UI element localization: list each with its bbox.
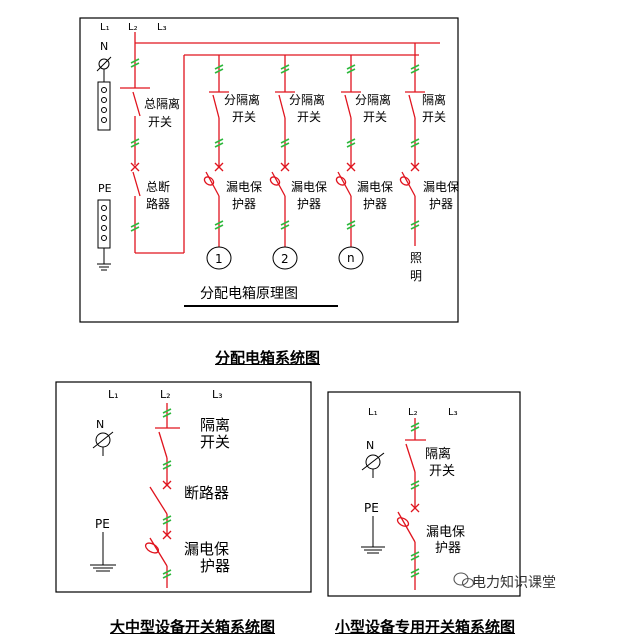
right-rcd-l1: 漏电保 [426, 524, 465, 540]
top-rcd-3-l1: 漏电保 [357, 180, 393, 194]
top-rcd-2-l2: 护器 [297, 197, 321, 211]
branch-3-switch-blade [344, 94, 352, 119]
top-rcd-4-l2: 护器 [429, 197, 453, 211]
top-lighting-l1: 照 [410, 251, 422, 265]
left-switch-l2: 开关 [200, 433, 230, 451]
right-switch-l1: 隔离 [425, 446, 451, 462]
left-rcd-coil [144, 542, 160, 554]
top-rcd-4-l1: 漏电保 [423, 180, 459, 194]
left-rcd-l1: 漏电保 [184, 540, 229, 558]
top-caption: 分配电箱原理图 [200, 286, 298, 302]
right-wiring [397, 418, 426, 590]
branch-2-switch-blade [278, 94, 286, 119]
top-branch-switch-1-l1: 分隔离 [224, 92, 260, 107]
top-lighting-l2: 明 [410, 269, 422, 283]
top-branch-switch-4-l1: 隔离 [422, 92, 446, 107]
top-branch-switch-2-l1: 分隔离 [289, 92, 325, 107]
top-output-circles [206, 246, 364, 270]
right-n-label: N [366, 439, 374, 452]
top-output-1: 1 [215, 252, 223, 266]
left-caption: 大中型设备开关箱系统图 [110, 618, 276, 636]
top-branch-switch-3-l1: 分隔离 [355, 92, 391, 107]
left-n-symbol [92, 431, 114, 456]
top-rcd-2-l1: 漏电保 [291, 180, 327, 194]
right-n-symbol [361, 452, 385, 478]
top-phase-l3: L₃ [157, 22, 167, 33]
right-pe-label: PE [364, 501, 379, 515]
right-caption: 小型设备专用开关箱系统图 [335, 618, 516, 636]
branch-1-switch-blade [212, 94, 220, 119]
left-wiring [149, 403, 180, 588]
left-breaker: 断路器 [184, 484, 229, 502]
branch-2-cross-b [280, 162, 290, 172]
top-main-breaker-l1: 总断 [146, 179, 170, 194]
left-phase-l1: L₁ [108, 388, 119, 401]
branch-2-rcd-coil [269, 176, 281, 186]
left-rcd-l2: 护器 [200, 557, 230, 575]
top-main-breaker-l2: 路器 [146, 196, 170, 211]
left-switch-l1: 隔离 [200, 416, 230, 434]
right-pe-symbol [361, 516, 385, 554]
top-rcd-3-l2: 护器 [363, 197, 387, 211]
branch-1-rcd-coil [203, 176, 215, 186]
left-frame [55, 381, 312, 593]
left-phase-l3: L₃ [212, 388, 223, 401]
top-pe-symbol [97, 199, 111, 271]
top-output-n: n [347, 251, 355, 265]
right-switch-l2: 开关 [429, 464, 455, 479]
right-frame [327, 391, 521, 597]
top-rcd-1-l2: 护器 [232, 197, 256, 211]
right-rcd-l2: 护器 [435, 541, 461, 556]
branch-4-rcd-coil [399, 176, 411, 186]
branch-3-cross-b [346, 162, 356, 172]
left-pe-label: PE [95, 517, 110, 531]
left-n-label: N [96, 418, 104, 431]
top-pe-label: PE [98, 182, 112, 195]
top-main-wiring [120, 32, 440, 254]
top-branch-switch-4-l2: 开关 [422, 110, 446, 124]
top-branch-switch-3-l2: 开关 [363, 110, 387, 124]
top-phase-l1: L₁ [100, 22, 110, 33]
wechat-logo-icon [453, 572, 475, 589]
top-n-symbol [96, 56, 112, 131]
top-branch-switch-1-l2: 开关 [232, 110, 256, 124]
branch-1-cross-b [214, 162, 224, 172]
top-branches [203, 43, 425, 247]
top-rcd-1-l1: 漏电保 [226, 180, 262, 194]
right-rcd-coil [396, 517, 410, 527]
branch-3-rcd-coil [335, 176, 347, 186]
watermark-text: 电力知识课堂 [472, 575, 556, 591]
branch-4-cross-b [410, 162, 420, 172]
top-n-label: N [100, 40, 108, 53]
left-pe-symbol [90, 532, 116, 572]
right-phase-l1: L₁ [368, 407, 378, 418]
branch-4-switch-blade [408, 94, 416, 119]
main-title: 分配电箱系统图 [215, 349, 321, 367]
right-phase-l3: L₃ [448, 407, 458, 418]
right-phase-l2: L₂ [408, 407, 418, 418]
top-main-switch-l2: 开关 [148, 115, 172, 129]
top-frame [79, 17, 459, 323]
left-phase-l2: L₂ [160, 388, 171, 401]
top-phase-l2: L₂ [128, 22, 138, 33]
top-output-2: 2 [281, 252, 289, 266]
top-main-switch-l1: 总隔离 [144, 96, 180, 111]
top-branch-switch-2-l2: 开关 [297, 110, 321, 124]
